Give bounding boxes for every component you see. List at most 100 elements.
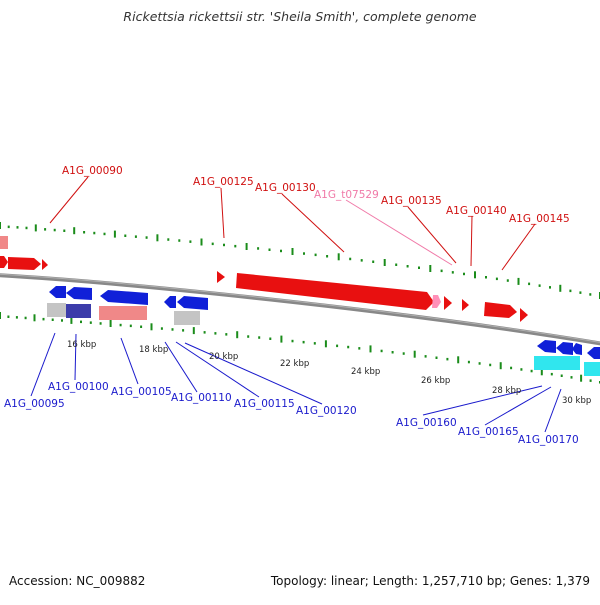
forward-row-minor-tick [223, 243, 225, 247]
gene-label-a1g-00110[interactable]: A1G_00110 [171, 392, 232, 404]
gene-arrow-rev-9[interactable] [587, 347, 600, 359]
forward-row-major-tick [245, 243, 248, 250]
forward-row-major-tick [200, 238, 203, 246]
cds-box-gray-1[interactable] [47, 303, 66, 317]
reverse-row-minor-tick [119, 323, 122, 327]
reverse-row-minor-tick [560, 374, 563, 377]
forward-row-major-tick [113, 230, 116, 238]
forward-row-minor-tick [463, 272, 465, 276]
gene-label-a1g-00105[interactable]: A1G_00105 [111, 386, 172, 398]
gene-label-a1g-00090[interactable]: A1G_00090 [62, 165, 123, 177]
gene-arrow-a1g-00105[interactable] [100, 290, 148, 305]
forward-row-minor-tick [538, 284, 541, 287]
gene-arrow-a1g-00140[interactable] [484, 302, 517, 318]
reverse-row-minor-tick [247, 335, 250, 338]
gene-label-a1g-00140[interactable]: A1G_00140 [446, 205, 507, 217]
gene-arrow-a1g-00115[interactable] [177, 296, 208, 310]
forward-row-minor-tick [145, 236, 148, 239]
forward-row-minor-tick [440, 269, 443, 273]
gene-arrow-a1g-00170[interactable] [572, 343, 582, 355]
gene-arrow-a1g-00130[interactable] [236, 273, 434, 310]
forward-row-minor-tick [167, 238, 170, 241]
reverse-row-major-tick [457, 356, 460, 364]
forward-row-minor-tick [589, 293, 592, 296]
gene-label-a1g-00115[interactable]: A1G_00115 [234, 398, 295, 410]
forward-row-minor-tick [360, 259, 363, 262]
forward-row-minor-tick [211, 242, 214, 246]
cds-box-cyan-2[interactable] [584, 362, 600, 376]
cds-box-pink-1[interactable] [99, 306, 147, 320]
reverse-row-minor-tick [99, 322, 102, 325]
reverse-row-minor-tick [336, 344, 339, 348]
gene-label-a1g-00130[interactable]: A1G_00130 [255, 182, 316, 194]
kbp-label-18: 18 kbp [139, 345, 168, 355]
reverse-row-minor-tick [80, 320, 82, 324]
reverse-row-minor-tick [478, 362, 481, 365]
gene-arrow-a1g-00100[interactable] [66, 287, 92, 300]
reverse-row-major-tick [280, 335, 283, 343]
forward-row-major-tick [34, 224, 37, 232]
gene-label-a1g-00100[interactable]: A1G_00100 [48, 381, 109, 393]
forward-genes [0, 236, 528, 322]
forward-row-major-tick [559, 284, 562, 292]
kbp-label-22: 22 kbp [280, 359, 309, 369]
forward-row-major-tick [474, 271, 476, 279]
forward-row-major-tick [291, 248, 294, 255]
reverse-row-major-tick [540, 368, 543, 376]
forward-tick-row [0, 222, 600, 299]
forward-row-minor-tick [485, 276, 487, 279]
cds-features [47, 303, 600, 376]
gene-label-a1g-00145[interactable]: A1G_00145 [509, 213, 570, 225]
reverse-row-minor-tick [589, 379, 592, 382]
gene-label-a1g-t07529[interactable]: A1G_t07529 [314, 189, 379, 201]
trna-leader-line [345, 199, 453, 266]
gene-label-a1g-00095[interactable]: A1G_00095 [4, 398, 65, 410]
gene-arrow-a1g-00095[interactable] [49, 286, 66, 298]
gene-arrow-a1g-00110[interactable] [164, 296, 176, 308]
reverse-row-minor-tick [269, 337, 272, 340]
forward-row-minor-tick [579, 291, 582, 294]
gene-label-a1g-00170[interactable]: A1G_00170 [518, 434, 579, 446]
reverse-row-major-tick [369, 345, 372, 353]
reverse-row-minor-tick [51, 318, 54, 321]
gene-arrow-a1g-00160[interactable] [537, 340, 556, 353]
gene-arrow-a1g-00135[interactable] [462, 299, 469, 311]
reverse-row-minor-tick [15, 316, 18, 319]
forward-row-minor-tick [189, 240, 192, 243]
kbp-scale-labels: 16 kbp 18 kbp 20 kbp 22 kbp 24 kbp 26 kb… [67, 340, 591, 406]
reverse-row-major-tick [324, 340, 327, 348]
gene-arrow-fwd-2[interactable] [0, 256, 8, 268]
kbp-label-30: 30 kbp [562, 396, 591, 406]
forward-row-major-tick [383, 259, 386, 266]
gene-label-a1g-00120[interactable]: A1G_00120 [296, 405, 357, 417]
gene-label-a1g-00135[interactable]: A1G_00135 [381, 195, 442, 207]
cds-box-gray-2[interactable] [174, 311, 200, 325]
cds-box-cyan-1[interactable] [534, 356, 580, 370]
gene-label-a1g-00165[interactable]: A1G_00165 [458, 426, 519, 438]
forward-row-minor-tick [314, 253, 317, 257]
kbp-label-24: 24 kbp [351, 367, 380, 377]
gene-arrow-fwd-1[interactable] [0, 236, 8, 249]
gene-arrow-fwd-7[interactable] [444, 296, 452, 310]
gene-arrow-fwd-3[interactable] [8, 257, 41, 270]
reverse-row-minor-tick [489, 363, 492, 367]
reverse-tick-row [0, 312, 600, 384]
forward-leader-lines [49, 176, 536, 271]
reverse-row-minor-tick [313, 342, 316, 345]
gene-arrow-fwd-4[interactable] [42, 259, 48, 270]
cds-box-dark-1[interactable] [66, 304, 91, 318]
forward-row-minor-tick [124, 234, 127, 237]
forward-row-minor-tick [451, 271, 454, 274]
reverse-row-major-tick [109, 320, 112, 327]
reverse-row-minor-tick [89, 321, 92, 324]
reverse-row-minor-tick [424, 355, 427, 358]
gene-label-a1g-00160[interactable]: A1G_00160 [396, 417, 457, 429]
gene-arrow-a1g-00145[interactable] [520, 308, 528, 322]
gene-arrow-fwd-5[interactable] [217, 271, 225, 283]
reverse-row-minor-tick [435, 356, 438, 359]
gene-arrow-a1g-00165[interactable] [556, 342, 573, 355]
gene-label-a1g-00125[interactable]: A1G_00125 [193, 176, 254, 188]
gene-arrow-a1g-t07529[interactable] [432, 295, 441, 308]
reverse-row-minor-tick [61, 319, 63, 322]
backbone-highlight [0, 273, 600, 343]
